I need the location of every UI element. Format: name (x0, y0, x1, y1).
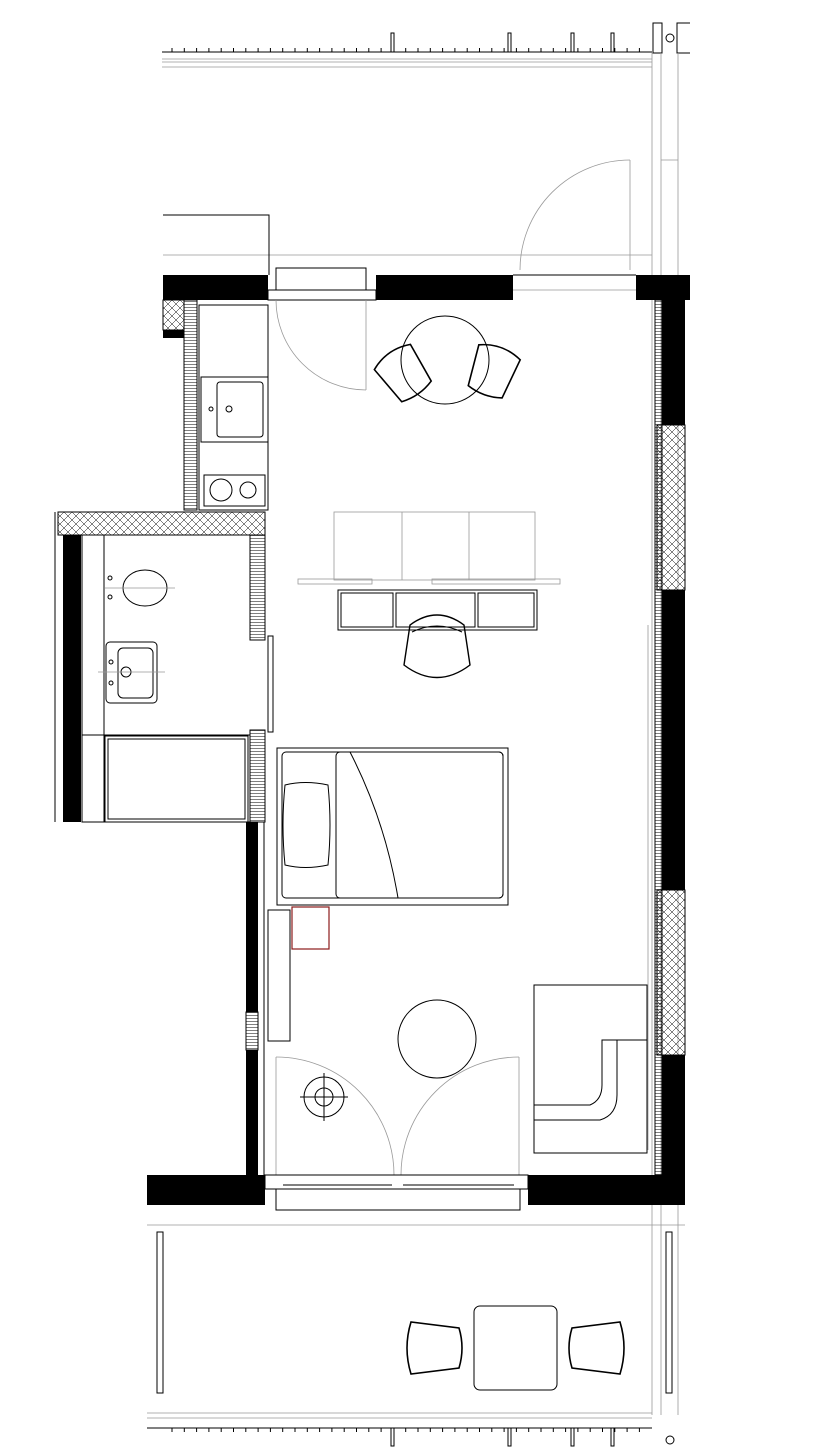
nightstand (291, 906, 330, 950)
balcony-table (473, 1305, 558, 1391)
dining-table (400, 315, 490, 405)
washbasin (98, 641, 165, 704)
chair (467, 343, 522, 399)
right-wall (647, 299, 686, 1176)
balcony-chair (406, 1321, 463, 1375)
sliding-door[interactable] (267, 635, 274, 733)
balcony-chair (568, 1321, 625, 1375)
kitchenette (162, 299, 269, 511)
wardrobe (267, 909, 291, 1042)
pillow (282, 782, 331, 868)
corridor-outline (163, 214, 270, 275)
balcony (147, 1224, 685, 1447)
kitchen-sink (200, 376, 269, 443)
cooktop (203, 474, 266, 507)
shelves (297, 511, 561, 585)
desk (337, 589, 538, 631)
top-wall (163, 267, 690, 301)
shower (104, 735, 249, 823)
desk-chair (403, 614, 471, 679)
chair (373, 343, 433, 403)
armchair (533, 984, 648, 1154)
balcony-door[interactable] (275, 1056, 520, 1176)
bed (276, 747, 509, 906)
entrance-door[interactable] (519, 159, 631, 271)
left-wall (245, 822, 265, 1175)
plant (300, 1073, 348, 1121)
room-door[interactable] (275, 299, 367, 391)
corridor-railing (162, 22, 690, 68)
coffee-table (397, 999, 477, 1079)
bottom-wall (147, 1174, 685, 1211)
bathroom (54, 511, 266, 823)
toilet (105, 569, 175, 607)
